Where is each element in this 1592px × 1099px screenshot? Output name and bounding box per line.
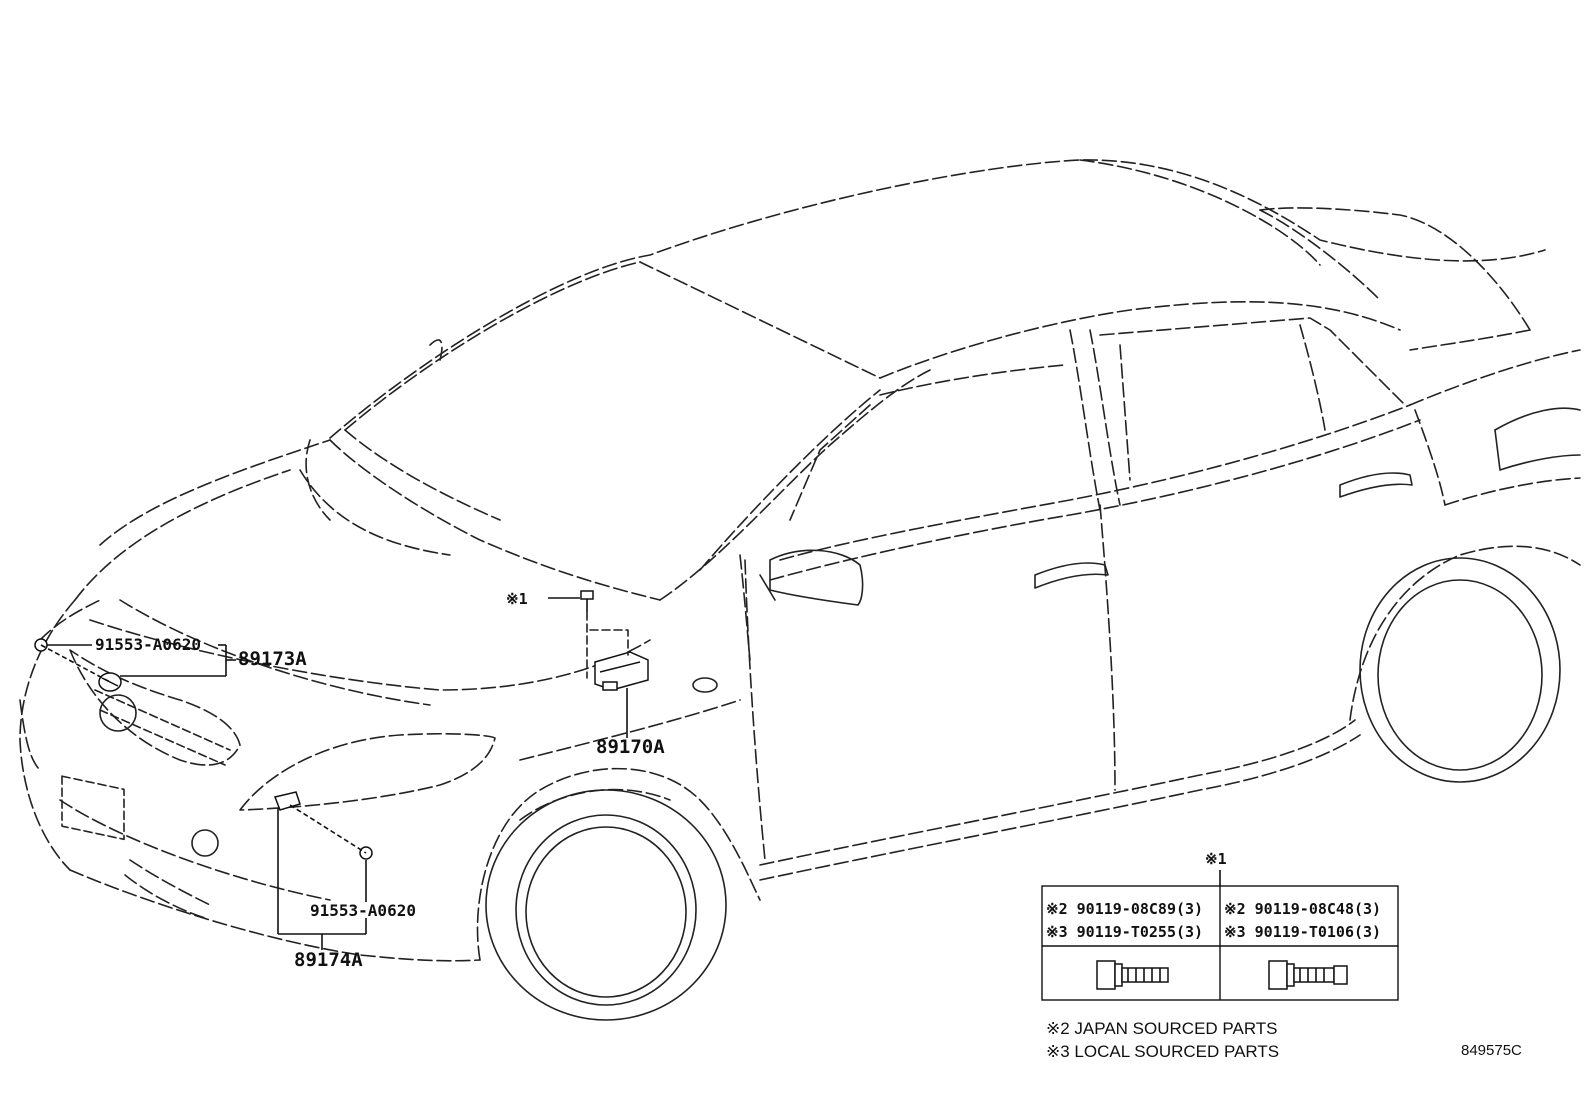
- sensor-right-label: 89174A: [294, 949, 363, 971]
- bolt-table-r1-left: ※2 90119-08C89(3): [1046, 900, 1203, 918]
- note-japan-sourced: ※2 JAPAN SOURCED PARTS: [1046, 1019, 1278, 1038]
- leader-lines: [47, 597, 628, 950]
- front-bolt-left-label: 91553-A0620: [95, 635, 201, 654]
- bolt-top-mark: ※1: [506, 590, 528, 608]
- car-illustration: [19, 159, 1581, 1021]
- center-bolt-icon: [580, 590, 594, 612]
- bolt-table-r1-right: ※2 90119-08C48(3): [1224, 900, 1381, 918]
- bolt-right-icon: [1268, 960, 1348, 990]
- sensor-center-label: 89170A: [596, 736, 665, 758]
- left-front-sensor: [98, 672, 122, 692]
- bolt-left-icon: [1096, 960, 1169, 990]
- bolt-table: ※1 ※2 90119-08C89(3) ※2 90119-08C48(3) ※…: [1041, 850, 1399, 1001]
- right-bolt-icon: [289, 804, 373, 860]
- bolt-table-r2-right: ※3 90119-T0106(3): [1224, 923, 1381, 941]
- bolt-table-r2-left: ※3 90119-T0255(3): [1046, 923, 1203, 941]
- right-front-sensor: [273, 791, 301, 811]
- bolt-table-mark: ※1: [1205, 850, 1227, 868]
- front-bolt-right-label: 91553-A0620: [310, 901, 416, 920]
- note-local-sourced: ※3 LOCAL SOURCED PARTS: [1046, 1042, 1279, 1061]
- illustration-code: 849575C: [1461, 1042, 1522, 1059]
- sensor-left-label: 89173A: [238, 648, 307, 670]
- center-airbag-sensor: [594, 651, 649, 691]
